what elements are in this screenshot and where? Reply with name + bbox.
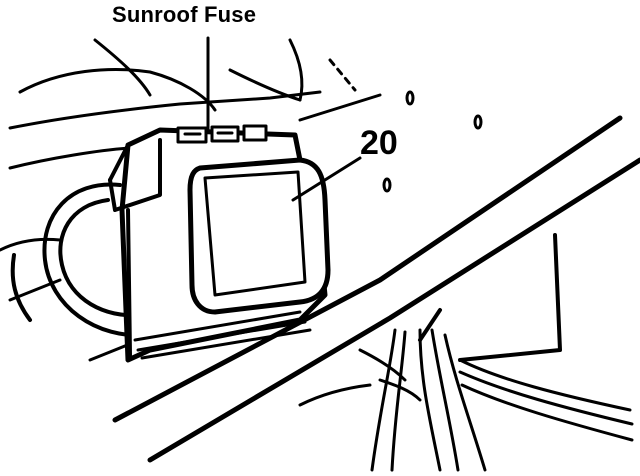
component-number-label: 20 (360, 124, 398, 162)
wiring-harness (298, 328, 634, 472)
sunroof-fuse-label: Sunroof Fuse (112, 2, 257, 27)
dashboard-background (0, 38, 382, 252)
component-leader-line (291, 156, 362, 202)
round-duct (8, 182, 152, 338)
mounting-holes (382, 90, 483, 193)
leader-lines (206, 36, 362, 202)
lower-bracket (418, 233, 562, 362)
fuse-box (108, 124, 331, 363)
